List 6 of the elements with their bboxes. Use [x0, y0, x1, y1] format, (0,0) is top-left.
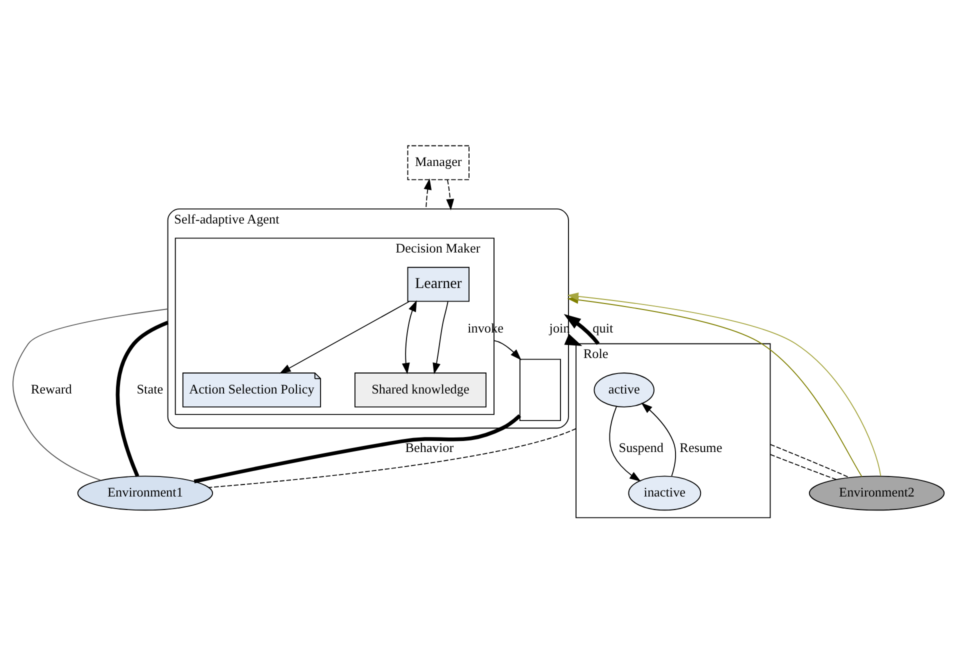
edge-label: Resume: [680, 439, 722, 454]
edge-label: Reward: [30, 380, 72, 396]
edge-label: State: [136, 380, 164, 396]
edge-label: Behavior: [405, 439, 454, 454]
edge-label: Suspend: [618, 439, 664, 454]
edge-label: quit: [592, 320, 614, 336]
